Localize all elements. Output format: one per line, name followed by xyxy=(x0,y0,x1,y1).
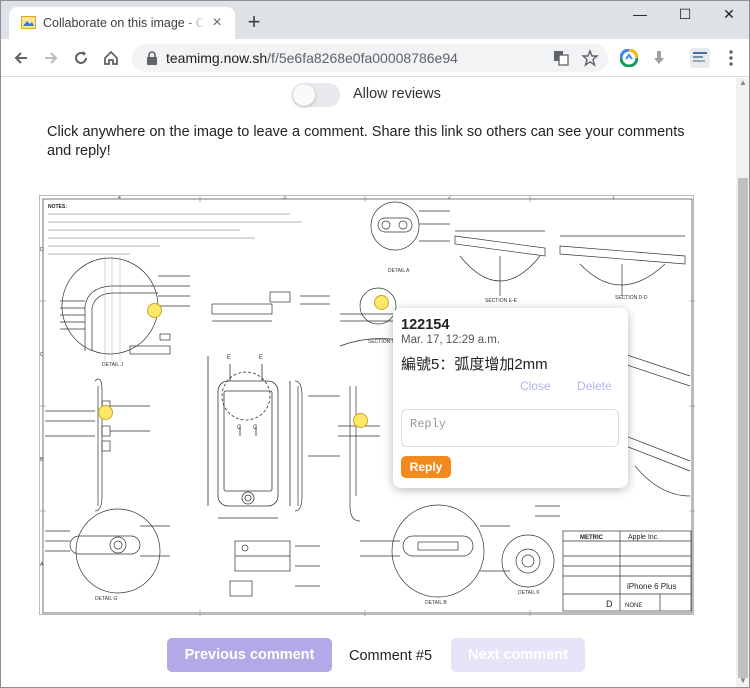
new-tab-button[interactable]: + xyxy=(247,9,261,34)
section-marker: C xyxy=(237,425,242,431)
allow-reviews-toggle[interactable] xyxy=(292,83,340,107)
close-comment-button[interactable]: Close xyxy=(520,379,551,393)
detail-label: DETAIL B xyxy=(425,600,447,606)
row-label: B xyxy=(40,457,44,463)
page-content: Allow reviews Click anywhere on the imag… xyxy=(1,78,736,687)
page-scrollbar[interactable]: ▲ ▼ xyxy=(736,78,749,687)
section-marker: C xyxy=(253,425,258,431)
column-label: 2 xyxy=(448,196,451,201)
menu-kebab-icon[interactable] xyxy=(721,48,741,68)
detail-label: DETAIL A xyxy=(388,268,410,274)
notes-title: NOTES: xyxy=(48,204,67,210)
tab-title-fade xyxy=(184,11,206,33)
address-bar[interactable]: teamimg.now.sh/f/5e6fa8268e0fa00008786e9… xyxy=(132,44,608,72)
tab-title: Collaborate on this image - Co xyxy=(43,16,203,30)
comment-text: 編號5：弧度增加2mm xyxy=(401,356,548,373)
comment-popover: 122154 Mar. 17, 12:29 a.m. 編號5：弧度增加2mm C… xyxy=(393,308,628,488)
reload-icon[interactable] xyxy=(71,48,91,68)
extension-circle-icon[interactable] xyxy=(620,49,638,67)
profile-avatar-icon[interactable] xyxy=(689,47,711,69)
comment-marker[interactable] xyxy=(374,295,389,310)
close-tab-icon[interactable]: × xyxy=(212,14,222,31)
comment-timestamp: Mar. 17, 12:29 a.m. xyxy=(401,334,501,346)
scale-label: NONE xyxy=(625,603,642,609)
download-icon[interactable] xyxy=(650,49,668,67)
instructions-text: Click anywhere on the image to leave a c… xyxy=(47,124,685,159)
comment-author: 122154 xyxy=(401,317,450,333)
translate-icon[interactable] xyxy=(552,49,570,67)
delete-comment-button[interactable]: Delete xyxy=(577,379,612,393)
image-favicon-icon xyxy=(21,16,36,29)
section-marker: E xyxy=(259,355,263,361)
lock-icon xyxy=(147,51,157,65)
comment-marker[interactable] xyxy=(147,303,162,318)
comment-marker[interactable] xyxy=(353,413,368,428)
previous-comment-button[interactable]: Previous comment xyxy=(167,638,332,672)
column-label: 1 xyxy=(612,196,615,201)
home-icon[interactable] xyxy=(101,48,121,68)
browser-tab[interactable]: Collaborate on this image - Co × xyxy=(9,7,235,39)
forward-arrow-icon[interactable] xyxy=(41,48,61,68)
next-comment-button[interactable]: Next comment xyxy=(451,638,585,672)
reply-button[interactable]: Reply xyxy=(401,456,451,478)
company-name: Apple Inc. xyxy=(628,534,659,541)
url-text: teamimg.now.sh/f/5e6fa8268e0fa00008786e9… xyxy=(166,50,458,66)
row-label: D xyxy=(40,247,44,253)
minimize-button[interactable]: — xyxy=(633,6,647,22)
product-name: iPhone 6 Plus xyxy=(627,582,676,591)
detail-label: SECTION C-C xyxy=(368,339,401,345)
url-host: teamimg.now.sh xyxy=(166,50,268,66)
detail-label: DETAIL K xyxy=(518,590,540,596)
units-label: METRIC xyxy=(580,535,604,541)
allow-reviews-label: Allow reviews xyxy=(353,86,441,102)
scroll-up-arrow-icon[interactable]: ▲ xyxy=(739,78,747,87)
column-label: 4 xyxy=(118,196,121,201)
browser-toolbar: teamimg.now.sh/f/5e6fa8268e0fa00008786e9… xyxy=(1,39,749,77)
tab-strip: Collaborate on this image - Co × + — ☐ ✕ xyxy=(1,1,749,39)
technical-drawing-image[interactable]: 4 3 2 1 D C B A NOTES: xyxy=(39,195,695,616)
scroll-down-arrow-icon[interactable]: ▼ xyxy=(739,676,747,685)
detail-label: DETAIL G xyxy=(95,596,117,602)
drawing-canvas: 4 3 2 1 D C B A NOTES: xyxy=(40,196,695,616)
detail-label: DETAIL J xyxy=(102,362,123,368)
detail-label: SECTION E-E xyxy=(485,298,518,304)
column-label: 3 xyxy=(283,196,286,201)
maximize-button[interactable]: ☐ xyxy=(678,6,692,22)
bookmark-star-icon[interactable] xyxy=(581,49,599,67)
comment-counter: Comment #5 xyxy=(349,648,433,664)
scroll-thumb[interactable] xyxy=(738,178,748,678)
url-path: /f/5e6fa8268e0fa00008786e94 xyxy=(267,50,458,66)
back-arrow-icon[interactable] xyxy=(11,48,31,68)
close-window-button[interactable]: ✕ xyxy=(723,6,735,22)
reply-input[interactable] xyxy=(401,409,619,447)
row-label: A xyxy=(40,562,44,568)
row-label: C xyxy=(40,352,44,358)
toggle-knob xyxy=(293,84,315,106)
section-marker: E xyxy=(227,355,231,361)
sheet-size: D xyxy=(606,599,613,609)
detail-label: SECTION D-D xyxy=(615,295,648,301)
comment-marker[interactable] xyxy=(98,405,113,420)
